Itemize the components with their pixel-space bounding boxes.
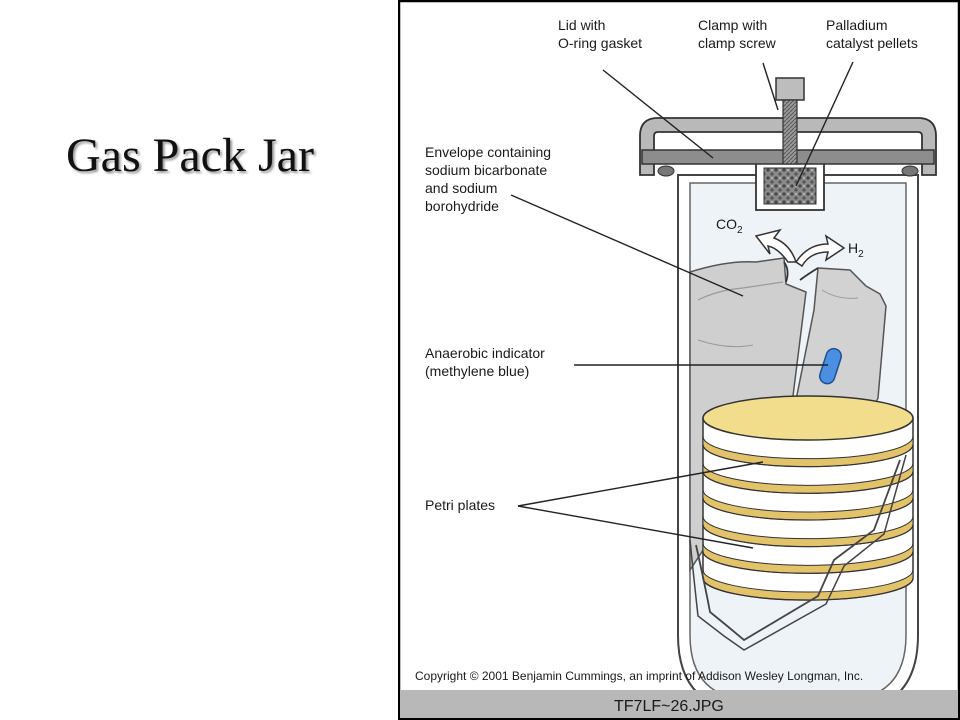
slide-title: Gas Pack Jar: [66, 129, 314, 182]
figure-labels: Lid with O-ring gasket Clamp with clamp …: [415, 17, 918, 683]
co2-label: CO2: [716, 216, 743, 236]
petri-plate-stack: [702, 395, 914, 601]
catalyst-label: Palladium catalyst pellets: [826, 17, 918, 51]
figure-border: [398, 0, 960, 720]
catalyst-basket: [755, 161, 825, 211]
gas-pack-jar-figure: Lid with O-ring gasket Clamp with clamp …: [398, 0, 960, 720]
gas-arrows: [754, 228, 846, 268]
lid-label: Lid with O-ring gasket: [558, 17, 642, 51]
anaerobic-indicator: [818, 347, 842, 385]
jar-cutaway-edge: [689, 454, 907, 651]
petri-plate-edge: [702, 471, 914, 494]
clamp-screw: [775, 77, 805, 165]
petri-plate-edge: [702, 524, 914, 548]
copyright-notice: Copyright © 2001 Benjamin Cummings, an i…: [415, 669, 863, 683]
petri-plate-edge: [702, 497, 914, 521]
petri-plate-edge: [702, 551, 914, 574]
h2-label: H2: [848, 240, 864, 260]
petri-plate-top: [702, 395, 914, 441]
indicator-label: Anaerobic indicator (methylene blue): [425, 345, 549, 379]
file-name: TF7LF~26.JPG: [614, 698, 724, 715]
petri-plate-edge: [702, 444, 914, 468]
envelope-label: Envelope containing sodium bicarbonate a…: [425, 144, 555, 214]
leader-lines: [510, 61, 854, 549]
petri-plate-edge: [702, 577, 914, 601]
clamp-label: Clamp with clamp screw: [698, 17, 777, 51]
petri-plates-label: Petri plates: [425, 497, 495, 513]
file-name-bar: TF7LF~26.JPG: [400, 690, 958, 718]
